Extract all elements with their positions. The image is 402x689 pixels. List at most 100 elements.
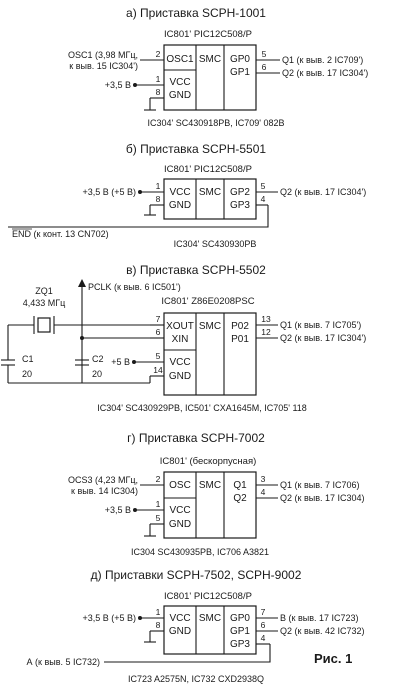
pin: 4 [261,194,266,204]
block-vcc: VCC [169,77,190,88]
pin: 8 [156,87,161,97]
block-gnd: GND [169,200,191,211]
block-gp2: GP2 [230,187,250,198]
block-osc1: OSC1 [166,54,194,65]
pin: 4 [261,633,266,643]
cap-c1-label: C1 [22,354,34,364]
section-e-ic [163,605,257,655]
label: Q1 (к выв. 7 IC705') [280,320,361,330]
block-smc: SMC [199,187,221,198]
section-e: д) Приставки SCPH-7502, SCPH-9002 IC801'… [27,568,365,684]
section-b-title: б) Приставка SCPH-5501 [126,142,266,156]
pin: 5 [262,49,267,59]
pin: 2 [156,474,161,484]
section-e-footer: IC723 A2575N, IC732 CXD2938Q [128,674,264,684]
section-d-ic [163,471,257,539]
label: А (к выв. 5 IC732) [27,657,101,667]
crystal-label: ZQ1 [35,286,53,296]
block-smc: SMC [199,480,221,491]
block-q1: Q1 [233,480,247,491]
block-smc: SMC [199,613,221,624]
section-b-chip: IC801' PIC12C508/P [164,164,252,175]
pin: 13 [261,314,271,324]
pin: 6 [156,327,161,337]
figure-caption: Рис. 1 [314,651,352,666]
crystal-frequency: 4,433 МГц [23,298,66,308]
label: OCS3 (4,23 МГц, [68,475,138,485]
section-d-chip: IC801' (бескорпусная) [160,456,257,467]
section-c: в) Приставка SCPH-5502 PCLK (к выв. 6 IC… [1,263,366,413]
pin: 8 [156,194,161,204]
label: +3,5 В (+5 В) [82,613,136,623]
label: к выв. 14 IC304) [71,486,138,496]
section-a-ic [163,44,257,111]
pin: 3 [261,474,266,484]
label: +3,5 В [105,505,131,515]
section-b-ic [163,178,257,220]
label: Q2 (к выв. 42 IC732) [280,626,365,636]
pin: 2 [156,49,161,59]
block-gp1: GP1 [230,626,250,637]
section-c-ic [163,312,257,396]
section-a-footer: IC304' SC430918PB, IC709' 082B [147,118,284,128]
pin: 5 [156,513,161,523]
block-xin: XIN [172,334,189,345]
section-d-footer: IC304 SC430935PB, IC706 A3821 [131,547,269,557]
label: Q2 (к выв. 17 IC304') [280,333,366,343]
pin: 7 [261,607,266,617]
block-gp0: GP0 [230,613,250,624]
block-gp0: GP0 [230,54,250,65]
pin: 1 [156,74,161,84]
label: OSC1 (3,98 МГц, [68,50,138,60]
section-c-title: в) Приставка SCPH-5502 [126,263,266,277]
label: Q1 (к выв. 2 IC709') [282,55,363,65]
section-a-chip: IC801' PIC12C508/P [164,29,252,40]
block-gnd: GND [169,626,191,637]
block-smc: SMC [199,54,221,65]
block-vcc: VCC [169,357,190,368]
label: Q2 (к выв. 17 IC304') [280,187,366,197]
section-e-chip: IC801' PIC12C508/P [164,591,252,602]
section-b: б) Приставка SCPH-5501 IC801' PIC12C508/… [8,142,366,249]
block-xout: XOUT [166,321,194,332]
label: Q2 (к выв. 17 IC304) [280,493,365,503]
section-c-footer: IC304' SC430929PB, IC501' CXA1645M, IC70… [97,403,307,413]
block-gnd: GND [169,519,191,530]
block-gp3: GP3 [230,639,250,650]
section-a: а) Приставка SCPH-1001 IC801' PIC12C508/… [68,6,368,128]
end-label: END (к конт. 13 CN702) [12,229,109,239]
block-gnd: GND [169,371,191,382]
cap-c1-value: 20 [22,369,32,379]
block-gnd: GND [169,90,191,101]
section-e-title: д) Приставки SCPH-7502, SCPH-9002 [91,568,302,582]
block-osc: OSC [169,480,191,491]
crystal-zq1 [37,317,51,333]
label: +3,5 В [105,80,131,90]
label: Q2 (к выв. 17 IC304') [282,68,368,78]
pclk-label: PCLK (к выв. 6 IC501') [88,282,181,292]
pin: 6 [262,62,267,72]
block-smc: SMC [199,321,221,332]
block-q2: Q2 [233,493,247,504]
section-d-title: г) Приставка SCPH-7002 [127,431,265,445]
pin: 8 [156,620,161,630]
pin: 1 [156,181,161,191]
block-p01: P01 [231,334,249,345]
pin: 14 [153,365,163,375]
block-p02: P02 [231,321,249,332]
cap-c2-label: C2 [92,354,104,364]
pin: 7 [156,314,161,324]
pin: 1 [156,499,161,509]
label: В (к выв. 17 IC723) [280,613,359,623]
pin: 4 [261,487,266,497]
pin: 5 [156,351,161,361]
block-gp3: GP3 [230,200,250,211]
pin: 6 [261,620,266,630]
supply-label: +5 В [111,357,130,367]
section-c-chip: IC801' Z86E0208PSC [161,296,254,307]
block-vcc: VCC [169,613,190,624]
label: Q1 (к выв. 7 IC706) [280,480,360,490]
section-d: г) Приставка SCPH-7002 IC801' (бескорпус… [68,431,365,557]
pin: 5 [261,181,266,191]
